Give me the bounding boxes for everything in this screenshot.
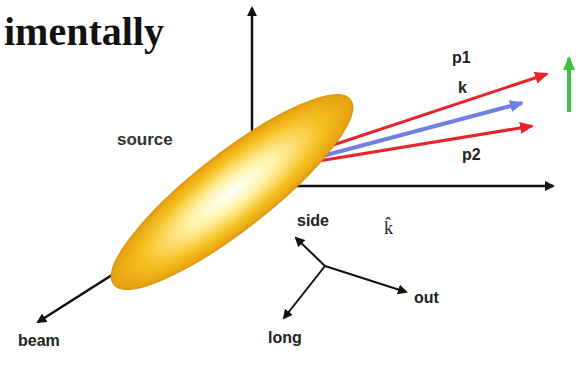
q-arrow [567,58,571,112]
axis-label: out [414,290,439,306]
momentum-label: p1 [452,50,471,66]
long-axis [284,266,325,318]
out-axis [325,266,406,292]
title: imentally [4,12,164,52]
source-label: source [117,131,173,148]
k-arrow [300,103,522,162]
axis-label: side [297,213,329,229]
axis-label: long [268,330,302,346]
axis-label: beam [18,333,60,349]
source-ellipse: source [100,85,360,295]
p2-arrow [288,126,532,166]
momentum-label: p2 [462,147,481,163]
axis-label: k̂ [384,219,393,237]
momentum-label: k [458,80,467,96]
side-axis [296,238,325,266]
p1-arrow [312,74,547,152]
ellipse-shape [100,85,360,295]
